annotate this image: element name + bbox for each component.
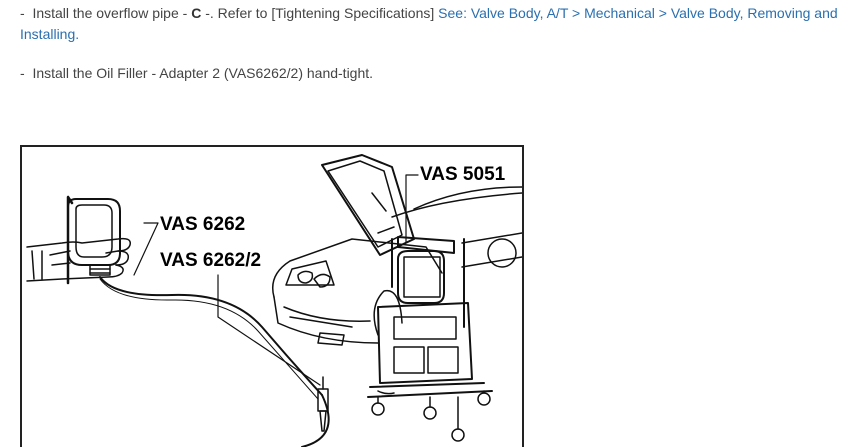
car-icon	[272, 154, 522, 346]
callout-vas6262: VAS 6262	[160, 214, 245, 235]
tester-vas5051-icon	[367, 236, 493, 442]
leader-vas6262	[133, 222, 159, 276]
step-bullet: -	[20, 65, 25, 81]
instruction-step-oil-filler: - Install the Oil Filler - Adapter 2 (VA…	[20, 63, 373, 84]
instruction-step-overflow-pipe: - Install the overflow pipe - C -. Refer…	[20, 3, 845, 45]
oil-filler-illustration: VAS 5051 VAS 6262 VAS 6262/2	[20, 145, 524, 447]
leader-vas6262-2	[217, 274, 321, 386]
oil-filler-bottle-icon	[66, 195, 121, 285]
part-letter: C	[191, 5, 202, 21]
filler-hose	[99, 276, 323, 396]
step-text-ref: -. Refer to [Tightening Specifications]	[201, 5, 439, 21]
leader-vas5051	[405, 174, 419, 244]
step-bullet: -	[20, 5, 25, 21]
step-text: Install the Oil Filler - Adapter 2 (VAS6…	[32, 65, 374, 81]
callout-vas5051: VAS 5051	[420, 164, 506, 185]
illustration-drawing: VAS 5051 VAS 6262 VAS 6262/2	[26, 154, 522, 447]
hand-icon	[26, 237, 131, 282]
valve-body-link[interactable]: See: Valve Body, A/T > Mechanical > Valv…	[20, 5, 838, 42]
step-text: Install the overflow pipe -	[32, 5, 192, 21]
callout-vas6262-2: VAS 6262/2	[160, 250, 261, 271]
adapter-vas6262-2-icon	[317, 376, 329, 432]
